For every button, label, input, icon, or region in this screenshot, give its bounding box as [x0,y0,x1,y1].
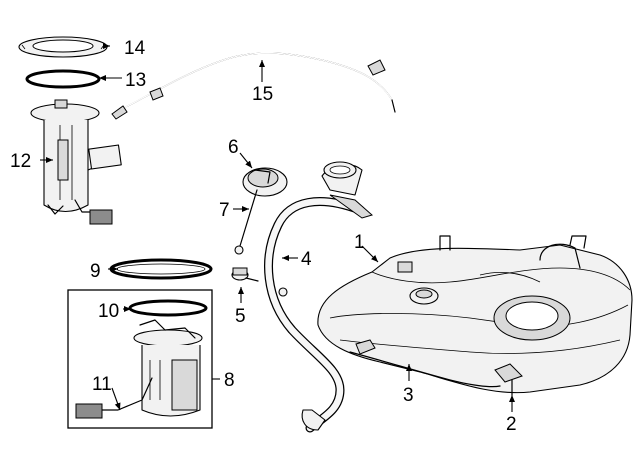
bolt-part [231,267,259,282]
callout-7: 7 [219,200,230,221]
callout-2: 2 [506,414,517,435]
pump-kit-box [67,289,213,429]
filler-hose-part [264,161,374,433]
module-seal-part [109,258,213,280]
strap-part [349,351,501,388]
callout-9: 9 [90,261,101,282]
callout-labels: 14 13 12 15 6 7 4 5 9 10 11 8 1 3 2 [10,38,517,435]
callout-14: 14 [124,38,146,59]
fuel-tank-part [317,235,633,394]
callout-6: 6 [228,137,239,158]
callout-3: 3 [403,385,414,406]
callout-11: 11 [92,374,112,395]
fuel-cap-part [242,167,288,197]
kit-seal-part [128,299,208,317]
callout-15: 15 [252,84,273,105]
callout-10: 10 [98,301,119,322]
fuel-pump-module-part [30,99,122,225]
callout-12: 12 [10,151,31,172]
callout-1: 1 [354,232,365,253]
callout-4: 4 [301,249,312,270]
callout-8: 8 [224,370,235,391]
vapor-line-part [111,52,396,120]
seal-part [25,69,101,89]
kit-pump-assembly-part [75,319,203,419]
leader-lines [40,43,515,412]
tether-part [234,189,258,255]
lock-ring-part [18,36,108,58]
callout-5: 5 [235,306,246,327]
callout-13: 13 [125,70,146,91]
